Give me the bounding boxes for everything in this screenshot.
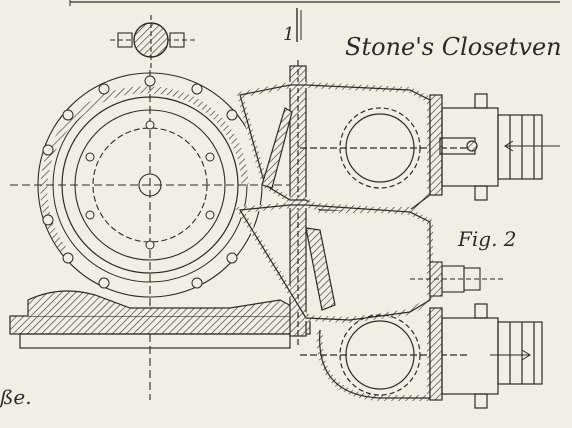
- index-mark: 1: [283, 24, 294, 45]
- valve-chamber: [234, 82, 433, 401]
- disc-bolt-holes: [85, 120, 215, 250]
- middle-small-valve: [410, 261, 505, 297]
- valve-balls: [300, 107, 470, 396]
- flange-bolt-holes: [42, 75, 238, 289]
- base-plate: [9, 290, 311, 349]
- upper-outlet-pipe: [429, 93, 560, 201]
- lower-outlet-pipe: [429, 303, 543, 409]
- margin-fragment: ße.: [0, 385, 32, 409]
- top-frame: [69, 0, 560, 6]
- spindle: [296, 8, 302, 42]
- figure-label: Fig. 2: [457, 227, 517, 251]
- top-bolt: [110, 15, 195, 70]
- drawing-title: Stone's Closetven: [345, 33, 562, 61]
